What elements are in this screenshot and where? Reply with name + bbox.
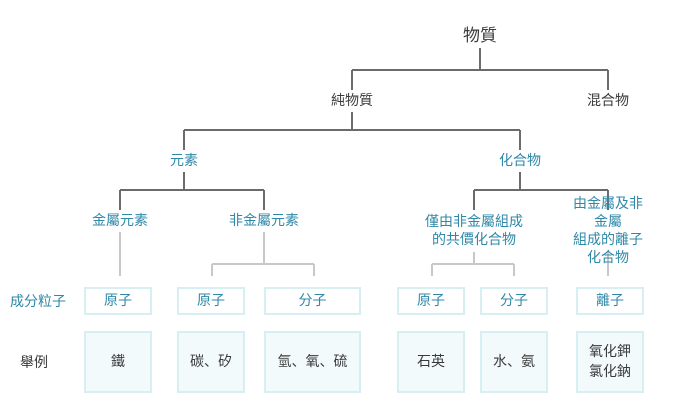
example-box-ionic: 氧化鉀 氯化鈉 [576, 331, 644, 393]
node-compound: 化合物 [499, 153, 541, 169]
node-mixture: 混合物 [587, 93, 629, 109]
ionic-line-2: 組成的離子化合物 [573, 232, 643, 266]
node-covalent-compound: 僅由非金屬組成 的共價化合物 [425, 213, 523, 249]
pure-connector [183, 112, 521, 150]
particle-box-nonmetal-atom: 原子 [177, 287, 245, 315]
covalent-line-2: 的共價化合物 [432, 232, 516, 248]
example-text: 水、氨 [493, 354, 535, 370]
example-text: 氫、氧、硫 [277, 354, 348, 370]
node-metal-element: 金屬元素 [92, 213, 148, 229]
node-pure-substance: 純物質 [331, 93, 373, 109]
particle-box-covalent-atom: 原子 [397, 287, 465, 315]
example-box-covalent-atom: 石英 [397, 331, 465, 393]
particle-box-nonmetal-molecule: 分子 [264, 287, 361, 315]
root-connector [351, 48, 609, 90]
example-text: 碳、矽 [190, 354, 232, 370]
particle-box-metal: 原子 [84, 287, 152, 315]
ionic-line-1: 由金屬及非金屬 [573, 196, 643, 230]
node-matter: 物質 [463, 26, 497, 46]
example-box-covalent-molecule: 水、氨 [480, 331, 548, 393]
example-box-nonmetal-atom: 碳、矽 [177, 331, 245, 393]
node-ionic-compound: 由金屬及非金屬 組成的離子化合物 [572, 195, 644, 267]
example-text: 鐵 [111, 354, 125, 370]
covalent-line-1: 僅由非金屬組成 [425, 214, 523, 230]
example-text: 氧化鉀 [589, 344, 631, 360]
element-connector [119, 172, 265, 210]
particle-connectors [119, 232, 609, 276]
example-text: 石英 [417, 354, 445, 370]
example-row-label: 舉例 [20, 355, 48, 371]
particle-row-label: 成分粒子 [10, 294, 66, 310]
node-nonmetal-element: 非金屬元素 [229, 213, 299, 229]
example-box-metal: 鐵 [84, 331, 152, 393]
node-element: 元素 [170, 153, 198, 169]
compound-connector [473, 172, 609, 210]
particle-box-covalent-molecule: 分子 [480, 287, 548, 315]
particle-box-ionic: 離子 [576, 287, 644, 315]
example-text: 氯化鈉 [589, 364, 631, 380]
example-box-nonmetal-molecule: 氫、氧、硫 [264, 331, 361, 393]
